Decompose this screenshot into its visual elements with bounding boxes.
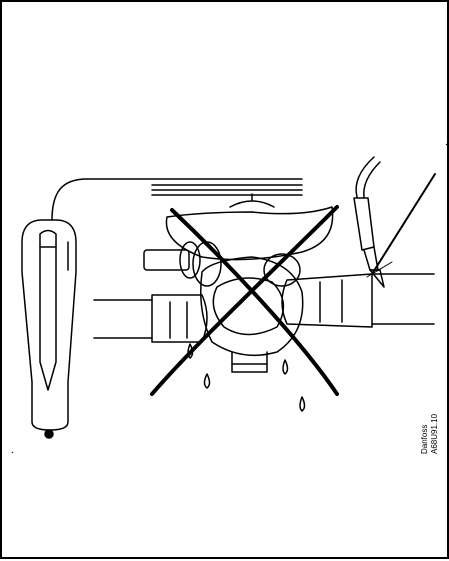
figure-code: A68U91.10 (430, 413, 439, 454)
flame-line (371, 173, 436, 275)
water-drop-icon (187, 343, 306, 412)
valve-body (165, 193, 334, 373)
prohibited-x-icon (150, 205, 339, 396)
inlet-pipe (93, 294, 208, 343)
torch-icon (353, 156, 393, 288)
brand-name: Danfoss (420, 424, 429, 454)
capillary-tube (51, 178, 303, 221)
brand-caption: Danfoss A68U91.10 (420, 374, 449, 454)
sensor-bulb-icon (21, 219, 77, 439)
outlet-pipe (281, 273, 435, 328)
